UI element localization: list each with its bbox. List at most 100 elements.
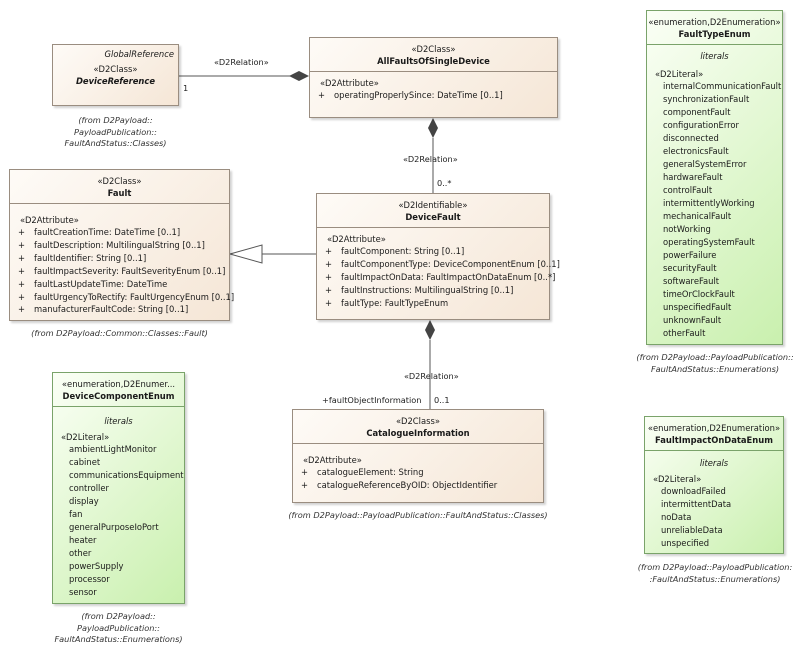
visibility-marker: + [18, 227, 26, 237]
attribute-text: faultType: FaultTypeEnum [341, 297, 449, 308]
visibility-marker: + [325, 246, 333, 256]
enum-literal: securityFault [663, 263, 717, 273]
enum-literal: communicationsEquipment [69, 470, 184, 480]
enum-device-component[interactable]: «enumeration,D2Enumer... DeviceComponent… [52, 372, 185, 604]
device-reference-from-note: (from D2Payload:: PayloadPublication:: F… [52, 115, 179, 150]
class-stereotype: «D2Class» [396, 416, 440, 426]
attribute-text: faultLastUpdateTime: DateTime [34, 278, 168, 289]
enum-fault-impact-on-data[interactable]: «enumeration,D2Enumeration» FaultImpactO… [644, 416, 784, 554]
device-composition-diamond [428, 118, 438, 138]
enum-literal: other [69, 548, 92, 558]
attribute-row: +faultLastUpdateTime: DateTime [16, 278, 223, 291]
from-line: PayloadPublication:: [77, 622, 160, 633]
enum-literal: hardwareFault [663, 172, 723, 182]
from-line: (from D2Payload::PayloadPublication:: [636, 352, 794, 362]
attribute-text: faultImpactOnData: FaultImpactOnDataEnum… [341, 271, 556, 282]
visibility-marker: + [325, 297, 333, 308]
attribute-row: + faultDescription: MultilingualString [0… [16, 239, 223, 252]
device-relation-label: «D2Relation» [403, 154, 458, 164]
attribute-text: faultDescription: MultilingualString [0.… [34, 239, 205, 250]
enum-literal: intermittentData [661, 499, 732, 509]
attribute-text: operatingProperlySince: DateTime [0..1] [334, 90, 503, 100]
literals-label: literals [104, 416, 133, 426]
generalization-arrow [228, 244, 263, 264]
attribute-text: faultImpactSeverity: FaultSeverityEnum [… [34, 265, 226, 276]
class-stereotype: «D2Class» [411, 44, 456, 54]
catalogue-role-label: +faultObjectInformation [322, 395, 422, 405]
enum-literal: cabinet [69, 457, 101, 467]
from-line: (from D2Payload::PayloadPublication: [637, 562, 793, 572]
attribute-text: catalogueElement: String [317, 467, 424, 477]
attribute-text: faultUrgencyToRectify: FaultUrgencyEnum … [34, 291, 235, 302]
enum-literal: generalSystemError [663, 159, 747, 169]
enum-literal: generalPurposeIoPort [69, 522, 159, 532]
visibility-marker: + [18, 265, 26, 276]
class-top-stereotype: GlobalReference [104, 49, 174, 59]
enum-literal: unspecifiedFault [663, 302, 732, 312]
attribute-row: + faultImpactSeverity: FaultSeverityEnum … [16, 265, 226, 278]
attribute-row: +faultUrgencyToRectify: FaultUrgencyEnum… [16, 291, 234, 304]
class-name: DeviceFault [405, 212, 461, 222]
enum-literal: sensor [69, 587, 97, 597]
device-multiplicity-label: 0..* [437, 178, 452, 188]
catalogue-relation-label: «D2Relation» [404, 371, 459, 381]
enum-name: FaultImpactOnDataEnum [655, 435, 773, 445]
literals-label: literals [699, 458, 729, 468]
enum-literal: noData [661, 512, 692, 522]
attribute-text: manufacturerFaultCode: String [0..1] [34, 304, 189, 315]
enum-literal: controller [69, 483, 109, 493]
class-name: AllFaultsOfSingleDevice [377, 56, 490, 66]
class-fault[interactable]: «D2Class» Fault «D2Attribute» +faultCrea… [9, 169, 234, 321]
visibility-marker: + [301, 467, 309, 477]
enum-literal: componentFault [663, 107, 731, 117]
enum-literal: operatingSystemFault [663, 237, 755, 247]
attribute-section-label: «D2Attribute» [327, 234, 386, 244]
enum-stereotype: «enumeration,D2Enumeration» [648, 17, 781, 27]
enum-literal: softwareFault [663, 276, 720, 286]
enum-fault-type[interactable]: «enumeration,D2Enumeration» FaultTypeEnu… [646, 10, 783, 345]
from-line: FaultAndStatus::Enumerations) [650, 363, 780, 374]
attribute-text: faultCreationTime: DateTime [0..1] [34, 227, 181, 237]
fault-type-from-note: (from D2Payload::PayloadPublication:: Fa… [630, 352, 800, 375]
enum-literal: intermittentlyWorking [663, 198, 755, 208]
attribute-text: faultComponentType: DeviceComponentEnum … [341, 258, 560, 269]
ref-composition-diamond [289, 71, 309, 81]
visibility-marker: + [18, 304, 26, 315]
class-all-faults-of-single-device[interactable]: «D2Class» AllFaultsOfSingleDevice «D2Att… [309, 37, 558, 118]
enum-literal: configurationError [663, 120, 739, 130]
fault-from-note: (from D2Payload::Common::Classes::Fault) [31, 328, 208, 338]
visibility-marker: + [325, 258, 333, 269]
enum-literal: disconnected [663, 133, 719, 143]
attribute-row: +faultImpactOnData: FaultImpactOnDataEnu… [323, 271, 555, 284]
enum-literal: heater [69, 535, 97, 545]
from-line: FaultAndStatus::Classes) [64, 138, 167, 148]
attribute-row: +operatingProperlySince: DateTime [0..1] [316, 89, 551, 102]
class-catalogue-information[interactable]: «D2Class» CatalogueInformation «D2Attrib… [292, 409, 544, 503]
attribute-section-label: «D2Attribute» [320, 78, 379, 88]
from-line: :FaultAndStatus::Enumerations) [649, 573, 781, 584]
attribute-row: + faultComponentType: DeviceComponentEnum… [323, 258, 560, 271]
enum-literal: powerFailure [663, 250, 717, 260]
ref-multiplicity-label: 1 [183, 83, 189, 93]
enum-name: FaultTypeEnum [678, 29, 751, 39]
catalogue-composition-diamond [425, 320, 435, 340]
from-line: (from D2Payload:: [81, 611, 156, 621]
enum-literal: otherFault [663, 328, 706, 338]
enum-literal: downloadFailed [661, 486, 726, 496]
enum-literal: mechanicalFault [663, 211, 732, 221]
class-stereotype: «D2Class» [97, 176, 142, 186]
class-device-reference[interactable]: GlobalReference «D2Class» DeviceReferenc… [52, 44, 179, 106]
visibility-marker: + [18, 239, 26, 250]
enum-literal: processor [69, 574, 110, 584]
attribute-row: + manufacturerFaultCode: String [0..1] [16, 303, 223, 316]
enum-literal: unreliableData [661, 525, 723, 535]
attribute-text: faultComponent: String [0..1] [341, 246, 465, 256]
class-device-fault[interactable]: «D2Identifiable» DeviceFault «D2Attribut… [316, 193, 560, 320]
attribute-row: + faultType: FaultTypeEnum [323, 297, 543, 310]
from-line: (from D2Payload:: [78, 115, 153, 125]
attribute-row: + faultComponent: String [0..1] [323, 245, 543, 258]
enum-literal: internalCommunicationFault [663, 81, 782, 91]
enum-literal: fan [69, 509, 83, 519]
enum-literal: display [69, 496, 99, 506]
